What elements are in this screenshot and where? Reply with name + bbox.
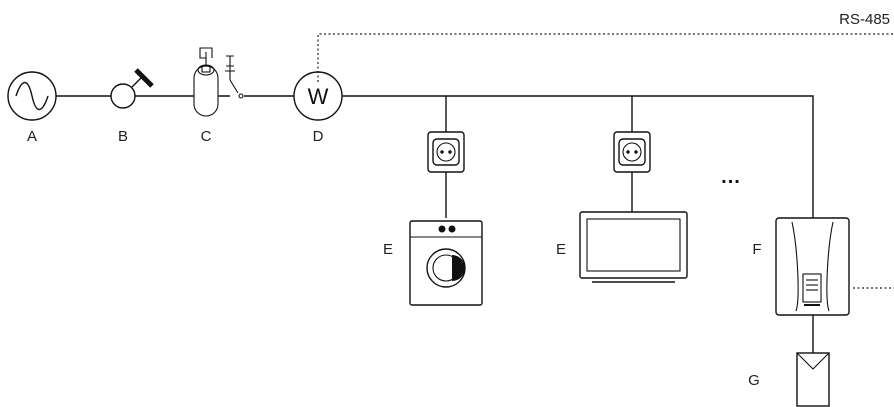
- more-devices-ellipsis: ...: [721, 166, 741, 188]
- label-c: C: [201, 128, 212, 145]
- washing-machine-icon: [409, 220, 483, 306]
- label-e2: E: [556, 241, 566, 258]
- label-a: A: [27, 128, 37, 145]
- inverter-icon: [775, 217, 850, 316]
- pv-module-icon: [796, 352, 830, 407]
- socket-icon: [427, 131, 465, 173]
- rs485-bus-label: RS-485: [839, 11, 890, 28]
- rs485-bus-line: [317, 33, 894, 82]
- fuse-switch-icon: [193, 47, 244, 117]
- label-g: G: [748, 372, 760, 389]
- socket-icon: [613, 131, 651, 173]
- ac-source-icon: [7, 71, 57, 121]
- main-power-line: [56, 95, 814, 218]
- label-e1: E: [383, 241, 393, 258]
- label-f: F: [752, 241, 761, 258]
- energy-meter-icon: W: [293, 71, 343, 121]
- label-d: D: [313, 128, 324, 145]
- meter-with-breaker-icon: [110, 68, 154, 109]
- energy-meter-symbol: W: [308, 84, 329, 109]
- label-b: B: [118, 128, 128, 145]
- television-icon: [579, 211, 688, 283]
